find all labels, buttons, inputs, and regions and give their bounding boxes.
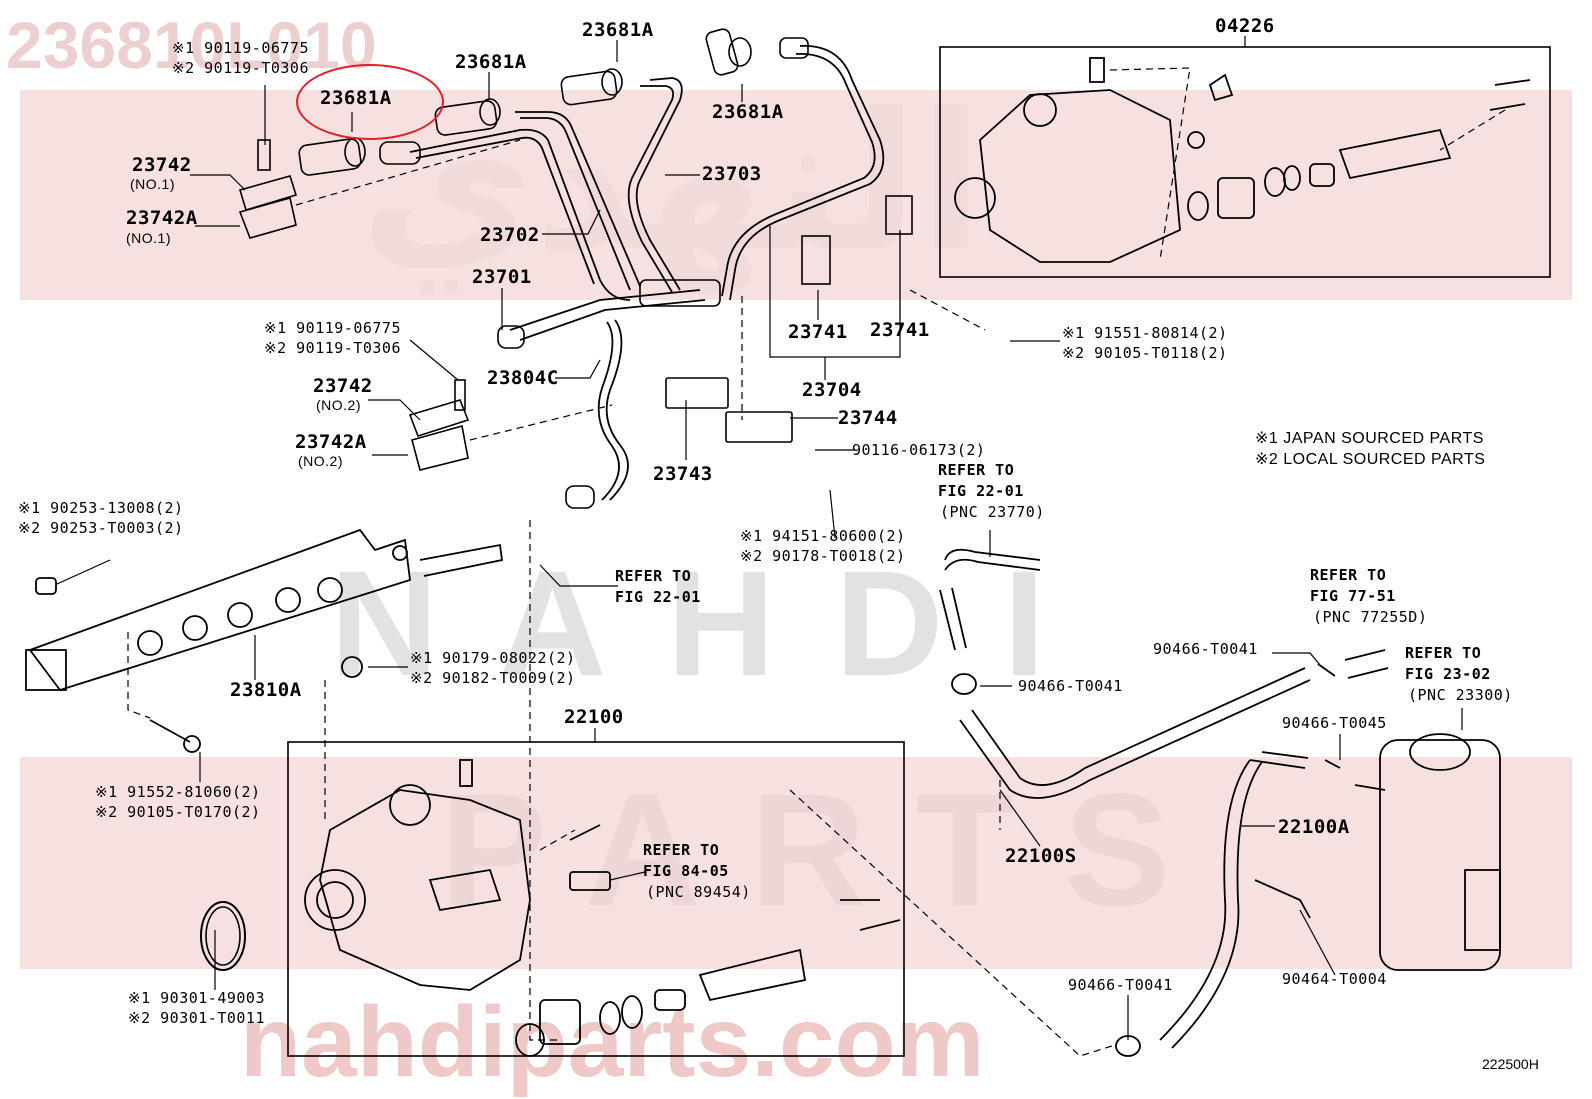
- watermark-site: nahdiparts.com: [240, 986, 985, 1098]
- label-23702[interactable]: 23702: [480, 224, 540, 246]
- figure-code: 222500H: [1482, 1056, 1539, 1072]
- refer-pnc-77255D: (PNC 77255D): [1313, 608, 1428, 626]
- refer-fig-22-01[interactable]: FIG 22-01: [615, 588, 701, 606]
- label-23741[interactable]: 23741: [788, 321, 848, 343]
- watermark-part-number: 236810L010: [6, 8, 377, 82]
- label-23681A[interactable]: 23681A: [582, 19, 654, 41]
- label-23742A-no2[interactable]: 23742A: [295, 431, 367, 453]
- bolt-local-no1[interactable]: ※2 90119-T0306: [172, 59, 309, 77]
- clip-90466-T0041[interactable]: 90466-T0041: [1018, 677, 1123, 695]
- label-23741[interactable]: 23741: [870, 319, 930, 341]
- label-23804C[interactable]: 23804C: [487, 367, 559, 389]
- label-22100[interactable]: 22100: [564, 706, 624, 728]
- watermark-band-top: [20, 90, 1572, 300]
- bolt-local-no2[interactable]: ※2 90119-T0306: [264, 339, 401, 357]
- bolt-japan-no2[interactable]: ※1 90119-06775: [264, 319, 401, 337]
- refer-pnc-89454: (PNC 89454): [646, 883, 751, 901]
- label-23703[interactable]: 23703: [702, 163, 762, 185]
- bolt-japan-91551[interactable]: ※1 91551-80814(2): [1062, 324, 1228, 342]
- bolt-japan-91552[interactable]: ※1 91552-81060(2): [95, 783, 261, 801]
- label-23742-no1[interactable]: 23742: [132, 154, 192, 176]
- refer-fig-84-05[interactable]: FIG 84-05: [643, 862, 729, 880]
- gasket-japan-90179[interactable]: ※1 90179-08022(2): [410, 649, 576, 667]
- frame-04226: [939, 46, 1551, 278]
- label-no2: (NO.2): [298, 453, 343, 469]
- stud-90116[interactable]: 90116-06173(2): [852, 441, 986, 459]
- label-23742A-no1[interactable]: 23742A: [126, 207, 198, 229]
- refer-to: REFER TO: [1310, 566, 1387, 584]
- label-23742-no2[interactable]: 23742: [313, 375, 373, 397]
- bolt-japan-no1[interactable]: ※1 90119-06775: [172, 39, 309, 57]
- plug-local-90253[interactable]: ※2 90253-T0003(2): [18, 519, 184, 537]
- label-22100A[interactable]: 22100A: [1278, 816, 1350, 838]
- label-23681A-highlighted[interactable]: 23681A: [320, 87, 392, 109]
- refer-fig-22-01[interactable]: FIG 22-01: [938, 482, 1024, 500]
- label-04226[interactable]: 04226: [1215, 15, 1275, 37]
- label-no2: (NO.2): [316, 397, 361, 413]
- frame-22100: [287, 741, 905, 1057]
- bolt-local-90105[interactable]: ※2 90105-T0118(2): [1062, 344, 1228, 362]
- label-23704[interactable]: 23704: [802, 379, 862, 401]
- legend-local: ※2 LOCAL SOURCED PARTS: [1255, 451, 1486, 468]
- refer-to: REFER TO: [938, 461, 1015, 479]
- label-23681A[interactable]: 23681A: [712, 101, 784, 123]
- nut-japan-94151[interactable]: ※1 94151-80600(2): [740, 527, 906, 545]
- highlight-circle: [296, 64, 444, 140]
- legend-japan: ※1 JAPAN SOURCED PARTS: [1255, 430, 1484, 447]
- oring-local-90301[interactable]: ※2 90301-T0011: [128, 1009, 265, 1027]
- oring-japan-90301[interactable]: ※1 90301-49003: [128, 989, 265, 1007]
- label-22100S[interactable]: 22100S: [1005, 845, 1077, 867]
- label-23810A[interactable]: 23810A: [230, 679, 302, 701]
- refer-pnc-23770: (PNC 23770): [940, 503, 1045, 521]
- watermark-brand-arabic: النهدي: [360, 77, 984, 289]
- clip-90466-T0041[interactable]: 90466-T0041: [1153, 640, 1258, 658]
- refer-to: REFER TO: [1405, 644, 1482, 662]
- gasket-local-90182[interactable]: ※2 90182-T0009(2): [410, 669, 576, 687]
- refer-fig-77-51[interactable]: FIG 77-51: [1310, 587, 1396, 605]
- label-23743[interactable]: 23743: [653, 463, 713, 485]
- clamp-90464-T0004[interactable]: 90464-T0004: [1282, 970, 1387, 988]
- clip-90466-T0045[interactable]: 90466-T0045: [1282, 714, 1387, 732]
- watermark-brand-latin-1: NAHDI: [330, 539, 1105, 707]
- refer-pnc-23300: (PNC 23300): [1408, 686, 1513, 704]
- label-23681A[interactable]: 23681A: [455, 51, 527, 73]
- label-no1: (NO.1): [130, 176, 175, 192]
- label-23744[interactable]: 23744: [838, 407, 898, 429]
- label-23701[interactable]: 23701: [472, 266, 532, 288]
- plug-japan-90253[interactable]: ※1 90253-13008(2): [18, 499, 184, 517]
- label-no1: (NO.1): [126, 230, 171, 246]
- clip-90466-T0041[interactable]: 90466-T0041: [1068, 976, 1173, 994]
- refer-to: REFER TO: [643, 841, 720, 859]
- refer-fig-23-02[interactable]: FIG 23-02: [1405, 665, 1491, 683]
- nut-local-90178[interactable]: ※2 90178-T0018(2): [740, 547, 906, 565]
- bolt-local-90105[interactable]: ※2 90105-T0170(2): [95, 803, 261, 821]
- refer-to: REFER TO: [615, 567, 692, 585]
